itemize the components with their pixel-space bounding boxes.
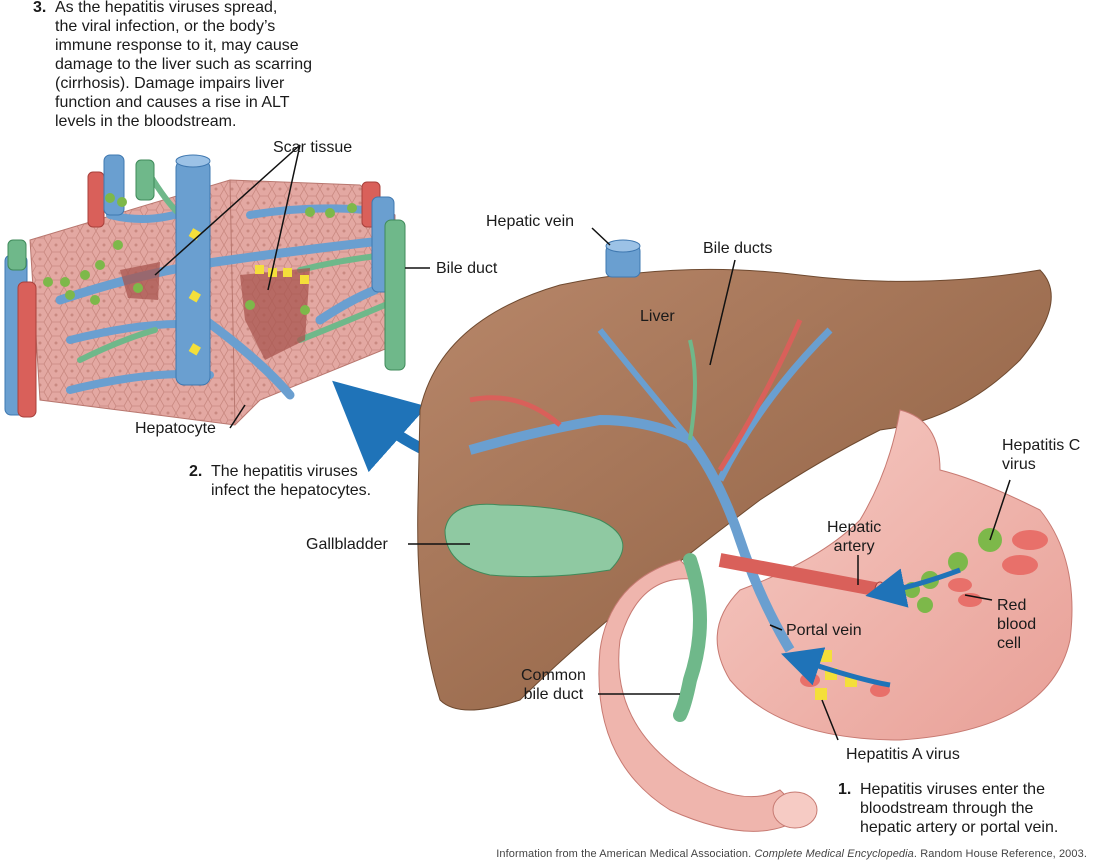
label-hepatitis-c-virus: Hepatitis C virus: [1002, 437, 1081, 473]
label-hepatocyte: Hepatocyte: [135, 420, 216, 437]
liver: [417, 239, 1052, 711]
hepatic-artery: [718, 553, 882, 597]
label-liver: Liver: [640, 308, 675, 325]
label-common-bile-duct: Common bile duct: [521, 667, 586, 703]
step-3-text: 3. As the hepatitis viruses spread, the …: [33, 0, 313, 130]
label-hepatic-vein: Hepatic vein: [486, 213, 575, 230]
label-bile-duct: Bile duct: [436, 260, 498, 277]
source-credit: Information from the American Medical As…: [496, 848, 1087, 860]
leader-lines: [154, 144, 1011, 741]
step-2-text: 2. The hepatitis viruses infect the hepa…: [189, 463, 372, 499]
vessel-tree: [468, 319, 886, 653]
gallbladder: [444, 503, 624, 578]
common-bile-duct: [673, 553, 707, 722]
blood-virus-particles: [781, 528, 1048, 700]
label-hepatitis-a-virus: Hepatitis A virus: [846, 746, 960, 763]
liver-tissue-block: [4, 154, 406, 426]
label-portal-vein: Portal vein: [786, 622, 862, 639]
label-scar-tissue: Scar tissue: [273, 139, 353, 156]
step-1-text: 1. Hepatitis viruses enter the bloodstre…: [838, 781, 1059, 836]
label-red-blood-cell: Red blood cell: [997, 597, 1037, 652]
tissue-virus-particles: [43, 193, 357, 356]
label-hepatic-artery: Hepatic artery: [827, 519, 882, 555]
label-bile-ducts: Bile ducts: [703, 240, 773, 257]
label-gallbladder: Gallbladder: [306, 536, 388, 553]
